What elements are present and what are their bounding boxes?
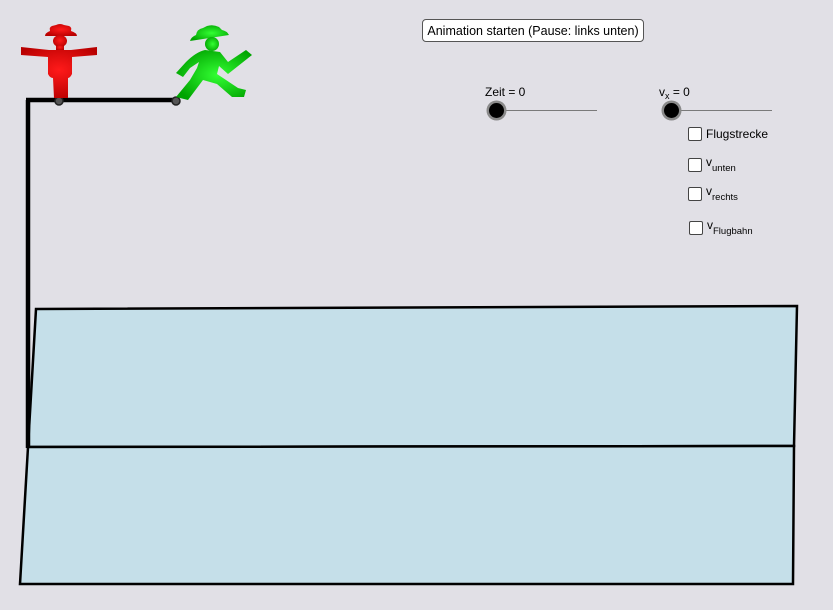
start-animation-button[interactable]: Animation starten (Pause: links unten): [422, 19, 644, 42]
checkbox-v-flugbahn[interactable]: vFlugbahn: [689, 218, 753, 237]
checkbox-box[interactable]: [688, 186, 702, 201]
ampelmann-green-walking-icon: [176, 25, 252, 100]
board-end-point[interactable]: [171, 96, 181, 106]
checkbox-v-rechts[interactable]: vrechts: [688, 184, 738, 203]
vx-slider-track[interactable]: [671, 110, 772, 111]
checkbox-label: Flugstrecke: [706, 127, 769, 141]
checkbox-label: vrechts: [706, 184, 738, 203]
checkbox-label: vFlugbahn: [707, 218, 753, 237]
vx-label-rest: = 0: [669, 85, 690, 99]
time-slider-knob[interactable]: [489, 103, 504, 118]
vx-slider-label: vx = 0: [659, 85, 690, 101]
checkbox-box[interactable]: [688, 157, 702, 172]
checkbox-v-unten[interactable]: vunten: [688, 155, 736, 174]
time-slider-label: Zeit = 0: [485, 85, 526, 99]
checkbox-box[interactable]: [689, 220, 703, 235]
time-slider-track[interactable]: [496, 110, 597, 111]
checkbox-label: vunten: [706, 155, 736, 174]
water-lower-polygon: [18, 444, 796, 586]
checkbox-box[interactable]: [688, 127, 702, 141]
board-point[interactable]: [54, 96, 64, 106]
checkbox-flugstrecke[interactable]: Flugstrecke: [688, 127, 768, 141]
vx-label-main: v: [659, 85, 665, 99]
ampelmann-red-standing-icon: [21, 24, 97, 98]
vx-slider-knob[interactable]: [664, 103, 679, 118]
water-upper-polygon: [26, 304, 799, 449]
vx-label-sub: x: [665, 91, 670, 101]
